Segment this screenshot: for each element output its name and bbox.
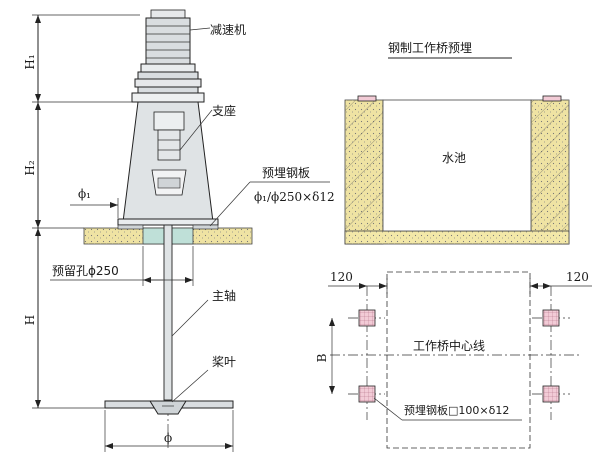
dim-b: B (315, 353, 329, 362)
phi-dimension: ϕ (104, 410, 234, 452)
label-support: 支座 (212, 103, 236, 118)
dim-phi1: ϕ₁ (78, 187, 91, 201)
embedded-plate-right (542, 95, 562, 102)
reserved-hole-dimension: 预留孔ϕ250 (50, 246, 194, 286)
dim-offset-left: 120 (330, 270, 353, 284)
label-plan-plate-spec: 预埋钢板□100×δ12 (404, 403, 509, 417)
label-reserved-hole: 预留孔ϕ250 (52, 264, 119, 278)
main-shaft (163, 224, 173, 401)
b-dimension: B (315, 318, 335, 394)
dim-offset-right: 120 (566, 270, 589, 284)
vertical-dimensions: H₁ H₂ H (23, 14, 140, 409)
plan-plates (358, 309, 560, 403)
reducer-motor (131, 9, 205, 103)
bridge-embed-title: 钢制工作桥预埋 (388, 41, 472, 55)
dim-h1: H₁ (23, 54, 37, 69)
embedded-plate-left (357, 95, 377, 102)
bridge-embed-section: 钢制工作桥预埋 水池 (344, 41, 570, 245)
impeller-blade (104, 400, 234, 415)
label-pool: 水池 (442, 151, 466, 165)
plan-outline (386, 271, 531, 449)
label-blade: 桨叶 (212, 355, 236, 369)
offset-dimensions: 120 120 (328, 270, 592, 294)
label-main-shaft: 主轴 (212, 288, 236, 303)
agitator-elevation: H₁ H₂ H ϕ₁ 预留孔ϕ250 ϕ (23, 9, 335, 452)
phi1-dimension: ϕ₁ (70, 187, 119, 218)
label-reducer: 减速机 (210, 23, 246, 37)
plan-view: 120 120 B 工作桥中心线 预埋钢板□100×δ12 (315, 270, 592, 449)
leader-labels: 减速机 支座 预埋钢板 ϕ₁/ϕ250×δ12 主轴 桨叶 (171, 23, 335, 403)
support-frame (117, 101, 219, 226)
label-bridge-center-line: 工作桥中心线 (413, 338, 485, 353)
dim-h2: H₂ (23, 160, 37, 175)
dim-phi: ϕ (164, 431, 172, 445)
label-embedded-plate: 预埋钢板 (262, 166, 310, 180)
dim-h: H (23, 315, 37, 325)
label-plate-spec: ϕ₁/ϕ250×δ12 (254, 190, 335, 204)
